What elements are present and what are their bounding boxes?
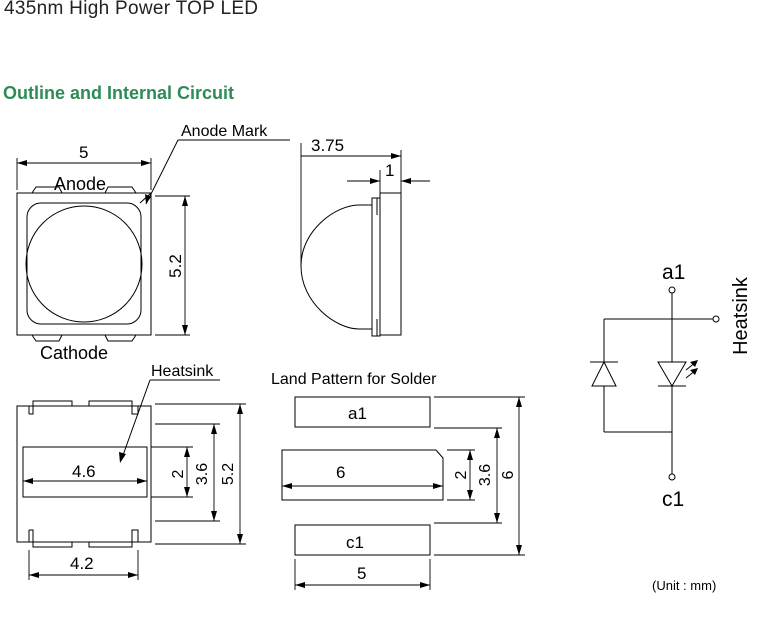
land-pattern: Land Pattern for Solder a1 6 c1 2 3.6 — [271, 371, 525, 590]
heatsink-width-value: 4.6 — [72, 462, 96, 481]
heatsink-terminal — [712, 315, 720, 323]
land-pad-center-label: 6 — [336, 463, 345, 482]
circuit-heatsink-label: Heatsink — [730, 276, 752, 355]
cathode-label: Cathode — [40, 343, 108, 363]
lens-frame — [26, 202, 142, 325]
land-pattern-title: Land Pattern for Solder — [271, 371, 437, 388]
cathode-terminal — [668, 473, 676, 481]
anode-mark-leader — [145, 139, 179, 205]
land-width-value: 5 — [357, 564, 366, 583]
top-height-value: 5.2 — [166, 254, 185, 278]
heatsink-pad — [22, 446, 148, 498]
land-pad-a1 — [294, 396, 431, 428]
heatsink-height-value: 2 — [170, 469, 187, 478]
side-lead-value: 1 — [385, 161, 394, 180]
bottom-width-value: 4.2 — [70, 554, 94, 573]
land-pad-span-value: 3.6 — [477, 464, 494, 486]
side-view: 3.75 1 — [300, 136, 430, 337]
package-body-outline — [16, 192, 152, 336]
bottom-view: Heatsink 4.6 2 3.6 5.2 4.2 — [16, 363, 246, 580]
anode-terminal-label: a1 — [662, 261, 685, 284]
side-depth-value: 3.75 — [311, 136, 344, 155]
anode-mark-label: Anode Mark — [181, 123, 268, 140]
side-body — [379, 192, 402, 336]
land-middle-height-value: 2 — [453, 470, 470, 479]
document-title: 435nm High Power TOP LED — [4, 0, 259, 19]
lens-dome-profile — [300, 204, 373, 330]
top-view: Anode Mark Anode Cathode 5 5.2 — [16, 123, 290, 363]
zener-diode — [591, 360, 617, 387]
bottom-total-height-value: 5.2 — [220, 463, 237, 485]
anode-terminal — [668, 286, 676, 294]
top-width-value: 5 — [79, 143, 88, 162]
cathode-terminal-label: c1 — [662, 488, 684, 511]
land-total-height-value: 6 — [500, 470, 517, 479]
land-pad-a1-label: a1 — [348, 404, 367, 423]
lens-circle — [25, 205, 143, 323]
bottom-pad-span-value: 3.6 — [194, 463, 211, 485]
led-diode — [657, 361, 687, 387]
anode-label: Anode — [54, 174, 106, 194]
land-pad-c1 — [294, 524, 431, 556]
land-pad-center — [281, 449, 444, 501]
land-pad-c1-label: c1 — [346, 533, 364, 552]
heatsink-label: Heatsink — [151, 363, 214, 380]
unit-note: (Unit : mm) — [652, 578, 716, 593]
internal-circuit: a1 c1 Heatsink — [590, 261, 752, 511]
section-title: Outline and Internal Circuit — [3, 83, 235, 103]
